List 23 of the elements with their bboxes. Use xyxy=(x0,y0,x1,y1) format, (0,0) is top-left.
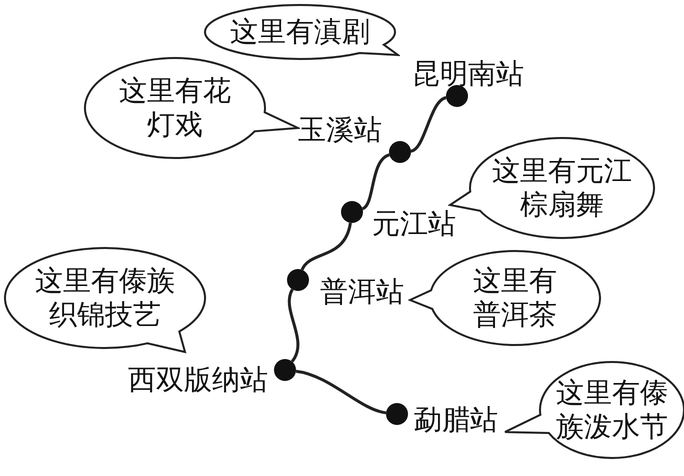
bubble-text: 这里有傣族泼水节 xyxy=(555,376,669,444)
bubble-text: 这里有普洱茶 xyxy=(472,264,558,332)
station-label: 普洱站 xyxy=(320,276,404,308)
railway-line xyxy=(288,288,300,362)
station-dot xyxy=(389,141,411,163)
bubble-text: 这里有傣族织锦技艺 xyxy=(34,264,176,332)
station-label: 玉溪站 xyxy=(298,114,382,146)
bubble-text: 这里有花灯戏 xyxy=(118,74,232,142)
station-dot xyxy=(274,359,296,381)
station-dot xyxy=(341,201,363,223)
bubble-text: 这里有滇剧 xyxy=(229,15,371,49)
railway-line xyxy=(362,153,390,210)
railway-line xyxy=(410,96,447,153)
station-label: 昆明南站 xyxy=(412,58,524,90)
railway-line xyxy=(296,370,386,414)
bubble-text: 这里有元江棕扇舞 xyxy=(491,154,633,222)
station-label: 元江站 xyxy=(372,208,456,240)
station-label: 勐腊站 xyxy=(414,404,498,436)
station-dot xyxy=(446,85,468,107)
station-dot xyxy=(386,403,408,425)
railway-line xyxy=(300,222,352,271)
station-label: 西双版纳站 xyxy=(128,364,268,396)
station-dot xyxy=(287,269,309,291)
